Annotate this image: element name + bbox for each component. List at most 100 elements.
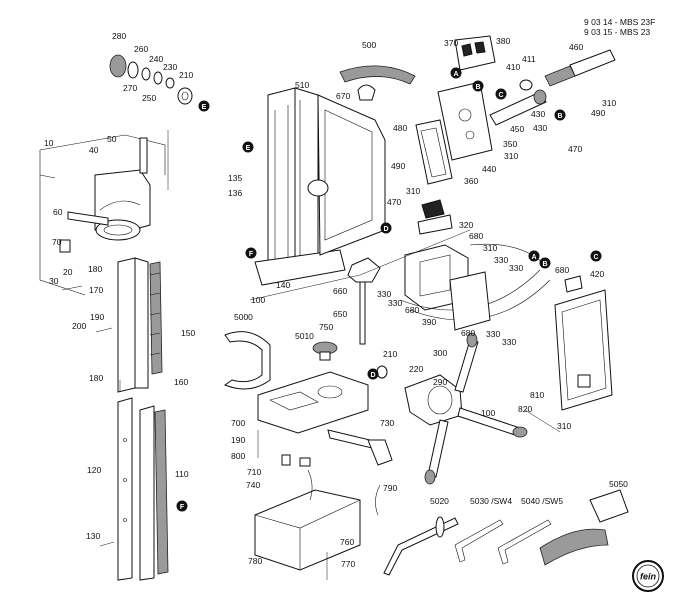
model-line-2: 9 03 15 - MBS 23: [584, 27, 651, 37]
part-label: 350: [503, 139, 517, 149]
part-label: 380: [496, 36, 510, 46]
part-label: 170: [89, 285, 103, 295]
svg-text:D: D: [370, 372, 375, 379]
part-label: 800: [231, 451, 245, 461]
mounting-plate: [437, 81, 493, 161]
handle-500: [339, 65, 416, 85]
part-label: 430: [533, 123, 547, 133]
part-label: 780: [248, 556, 262, 566]
part-label: 330: [486, 329, 500, 339]
model-line-1: 9 03 14 - MBS 23F: [584, 17, 656, 27]
cap-670: [357, 84, 376, 101]
part-label: 330: [502, 337, 516, 347]
part-label: 110: [175, 469, 189, 479]
part-label: 30: [49, 276, 59, 286]
svg-text:B: B: [557, 113, 562, 120]
part-label: 700: [231, 418, 245, 428]
part-label: 710: [247, 467, 261, 477]
part-label: 470: [387, 197, 401, 207]
fein-logo: fein: [632, 560, 664, 592]
part-label: 180: [89, 373, 103, 383]
svg-text:E: E: [246, 145, 251, 152]
part-label: 50: [107, 134, 117, 144]
svg-text:B: B: [475, 84, 480, 91]
feed-knob: [347, 257, 381, 345]
part-label: 135: [228, 173, 242, 183]
part-label: 680: [405, 305, 419, 315]
stand-frame-bracket: [39, 134, 166, 296]
part-label: 190: [90, 312, 104, 322]
marker-e: E: [198, 100, 210, 112]
part-label: 330: [388, 298, 402, 308]
marker-b: B: [554, 109, 566, 121]
part-label: 140: [276, 280, 290, 290]
part-label: 390: [422, 317, 436, 327]
part-label: 40: [89, 145, 99, 155]
marker-e: E: [242, 141, 254, 153]
power-plug: [519, 49, 616, 91]
part-label: 150: [181, 328, 195, 338]
part-label: 220: [409, 364, 423, 374]
part-label: 310: [483, 243, 497, 253]
marker-layer: A B C B E E D F A B C D F: [176, 67, 602, 512]
svg-text:F: F: [180, 504, 185, 511]
feed-levers: [424, 332, 528, 485]
part-label: 5030 /SW4: [470, 496, 512, 506]
part-label: 5040 /SW5: [521, 496, 563, 506]
svg-text:C: C: [498, 92, 503, 99]
small-fasteners: [257, 430, 381, 580]
part-label: 260: [134, 44, 148, 54]
part-label-layer: 280 260 240 230 270 250 210 500 370 380 …: [44, 31, 628, 569]
svg-text:D: D: [383, 226, 388, 233]
part-label: 210: [179, 70, 193, 80]
part-label: 430: [531, 109, 545, 119]
screws-left: [61, 285, 121, 547]
part-label: 60: [53, 207, 63, 217]
svg-text:A: A: [531, 254, 536, 261]
marker-d: D: [380, 222, 392, 234]
part-label: 330: [377, 289, 391, 299]
part-label: 500: [362, 40, 376, 50]
part-label: 180: [88, 264, 102, 274]
marker-f: F: [176, 500, 188, 512]
cover-plate: [554, 275, 613, 411]
part-label: 490: [591, 108, 605, 118]
part-label: 680: [469, 231, 483, 241]
part-label: 450: [510, 124, 524, 134]
part-label: 730: [380, 418, 394, 428]
marker-f: F: [245, 247, 257, 259]
part-label: 820: [518, 404, 532, 414]
part-label: 70: [52, 237, 62, 247]
marker-a: A: [450, 67, 462, 79]
vertical-rail-lower: [117, 397, 169, 581]
marker-c: C: [495, 88, 507, 100]
part-label: 10: [44, 138, 54, 148]
part-label: 310: [557, 421, 571, 431]
part-label: 760: [340, 537, 354, 547]
part-label: 740: [246, 480, 260, 490]
part-label: 230: [163, 62, 177, 72]
svg-text:E: E: [202, 104, 207, 111]
part-label: 130: [86, 531, 100, 541]
part-label: 810: [530, 390, 544, 400]
part-label: 160: [174, 377, 188, 387]
part-label: 790: [383, 483, 397, 493]
reference-lines: [167, 130, 561, 433]
part-label: 680: [555, 265, 569, 275]
part-label: 190: [231, 435, 245, 445]
part-label: 770: [341, 559, 355, 569]
part-label: 200: [72, 321, 86, 331]
marker-a: A: [528, 250, 540, 262]
part-label: 250: [142, 93, 156, 103]
part-label: 411: [522, 54, 536, 64]
part-label: 320: [459, 220, 473, 230]
part-label: 310: [504, 151, 518, 161]
part-label: 670: [336, 91, 350, 101]
cap-750: [312, 341, 338, 361]
tools: [383, 516, 552, 576]
magnet-block: [254, 489, 361, 571]
part-label: 360: [464, 176, 478, 186]
part-label: 680: [461, 328, 475, 338]
part-label: 370: [444, 38, 458, 48]
